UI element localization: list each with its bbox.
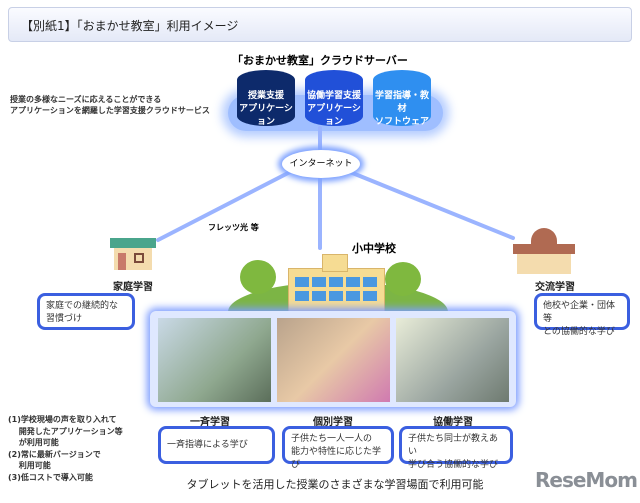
exchange-school-icon: [517, 254, 571, 274]
photo-whole-class: [158, 318, 271, 402]
home-roof-icon: [110, 238, 156, 248]
flets-label: フレッツ光 等: [208, 223, 259, 232]
resemom-logo: ReseMom: [535, 468, 638, 492]
features-list: (1)学校現場の声を取り入れて 開発したアプリケーション等 が利用可能(2)常に…: [8, 415, 123, 482]
tree-icon: [385, 262, 421, 296]
school-label: 小中学校: [352, 242, 396, 255]
school-building-icon: [288, 268, 385, 312]
mode-label-whole: 一斉学習: [190, 417, 230, 428]
exchange-school-tower-icon: [531, 228, 557, 246]
mode-box-collab: 子供たち同士が教えあい学び合う協働的な学び: [399, 426, 513, 470]
cylinder-collab-support: 協働学習支援アプリケーション: [305, 70, 363, 127]
home-learning-label: 家庭学習: [113, 282, 153, 293]
page-title: 【別紙1】「おまかせ教室」利用イメージ: [21, 19, 239, 33]
mode-box-individual: 子供たち一人一人の能力や特性に応じた学び: [282, 426, 394, 470]
server-title: 「おまかせ教室」クラウドサーバー: [232, 54, 408, 67]
tree-icon: [240, 260, 276, 294]
header-bar: 【別紙1】「おまかせ教室」利用イメージ: [8, 7, 632, 42]
exchange-learning-label: 交流学習: [535, 282, 575, 293]
cylinder-teaching-software: 学習指導・教材ソフトウェア: [373, 70, 431, 127]
cylinder-lesson-support: 授業支援アプリケーション: [237, 70, 295, 127]
photo-collaborative: [396, 318, 509, 402]
exchange-school-roof-icon: [513, 244, 575, 254]
mode-label-individual: 個別学習: [313, 417, 353, 428]
school-clock-icon: [322, 254, 348, 272]
home-icon: [114, 248, 152, 270]
home-learning-box: 家庭での継続的な習慣づけ: [37, 293, 135, 330]
internet-node: インターネット: [282, 150, 360, 178]
mode-box-whole: 一斉指導による学び: [158, 426, 275, 464]
service-description: 授業の多様なニーズに応えることができるアプリケーションを網羅した学習支援クラウド…: [10, 95, 210, 115]
bottom-caption: タブレットを活用した授業のさまざまな学習場面で利用可能: [186, 478, 484, 491]
exchange-learning-box: 他校や企業・団体等との協働的な学び: [534, 293, 630, 337]
mode-label-collab: 協働学習: [433, 417, 473, 428]
photo-individual: [277, 318, 390, 402]
